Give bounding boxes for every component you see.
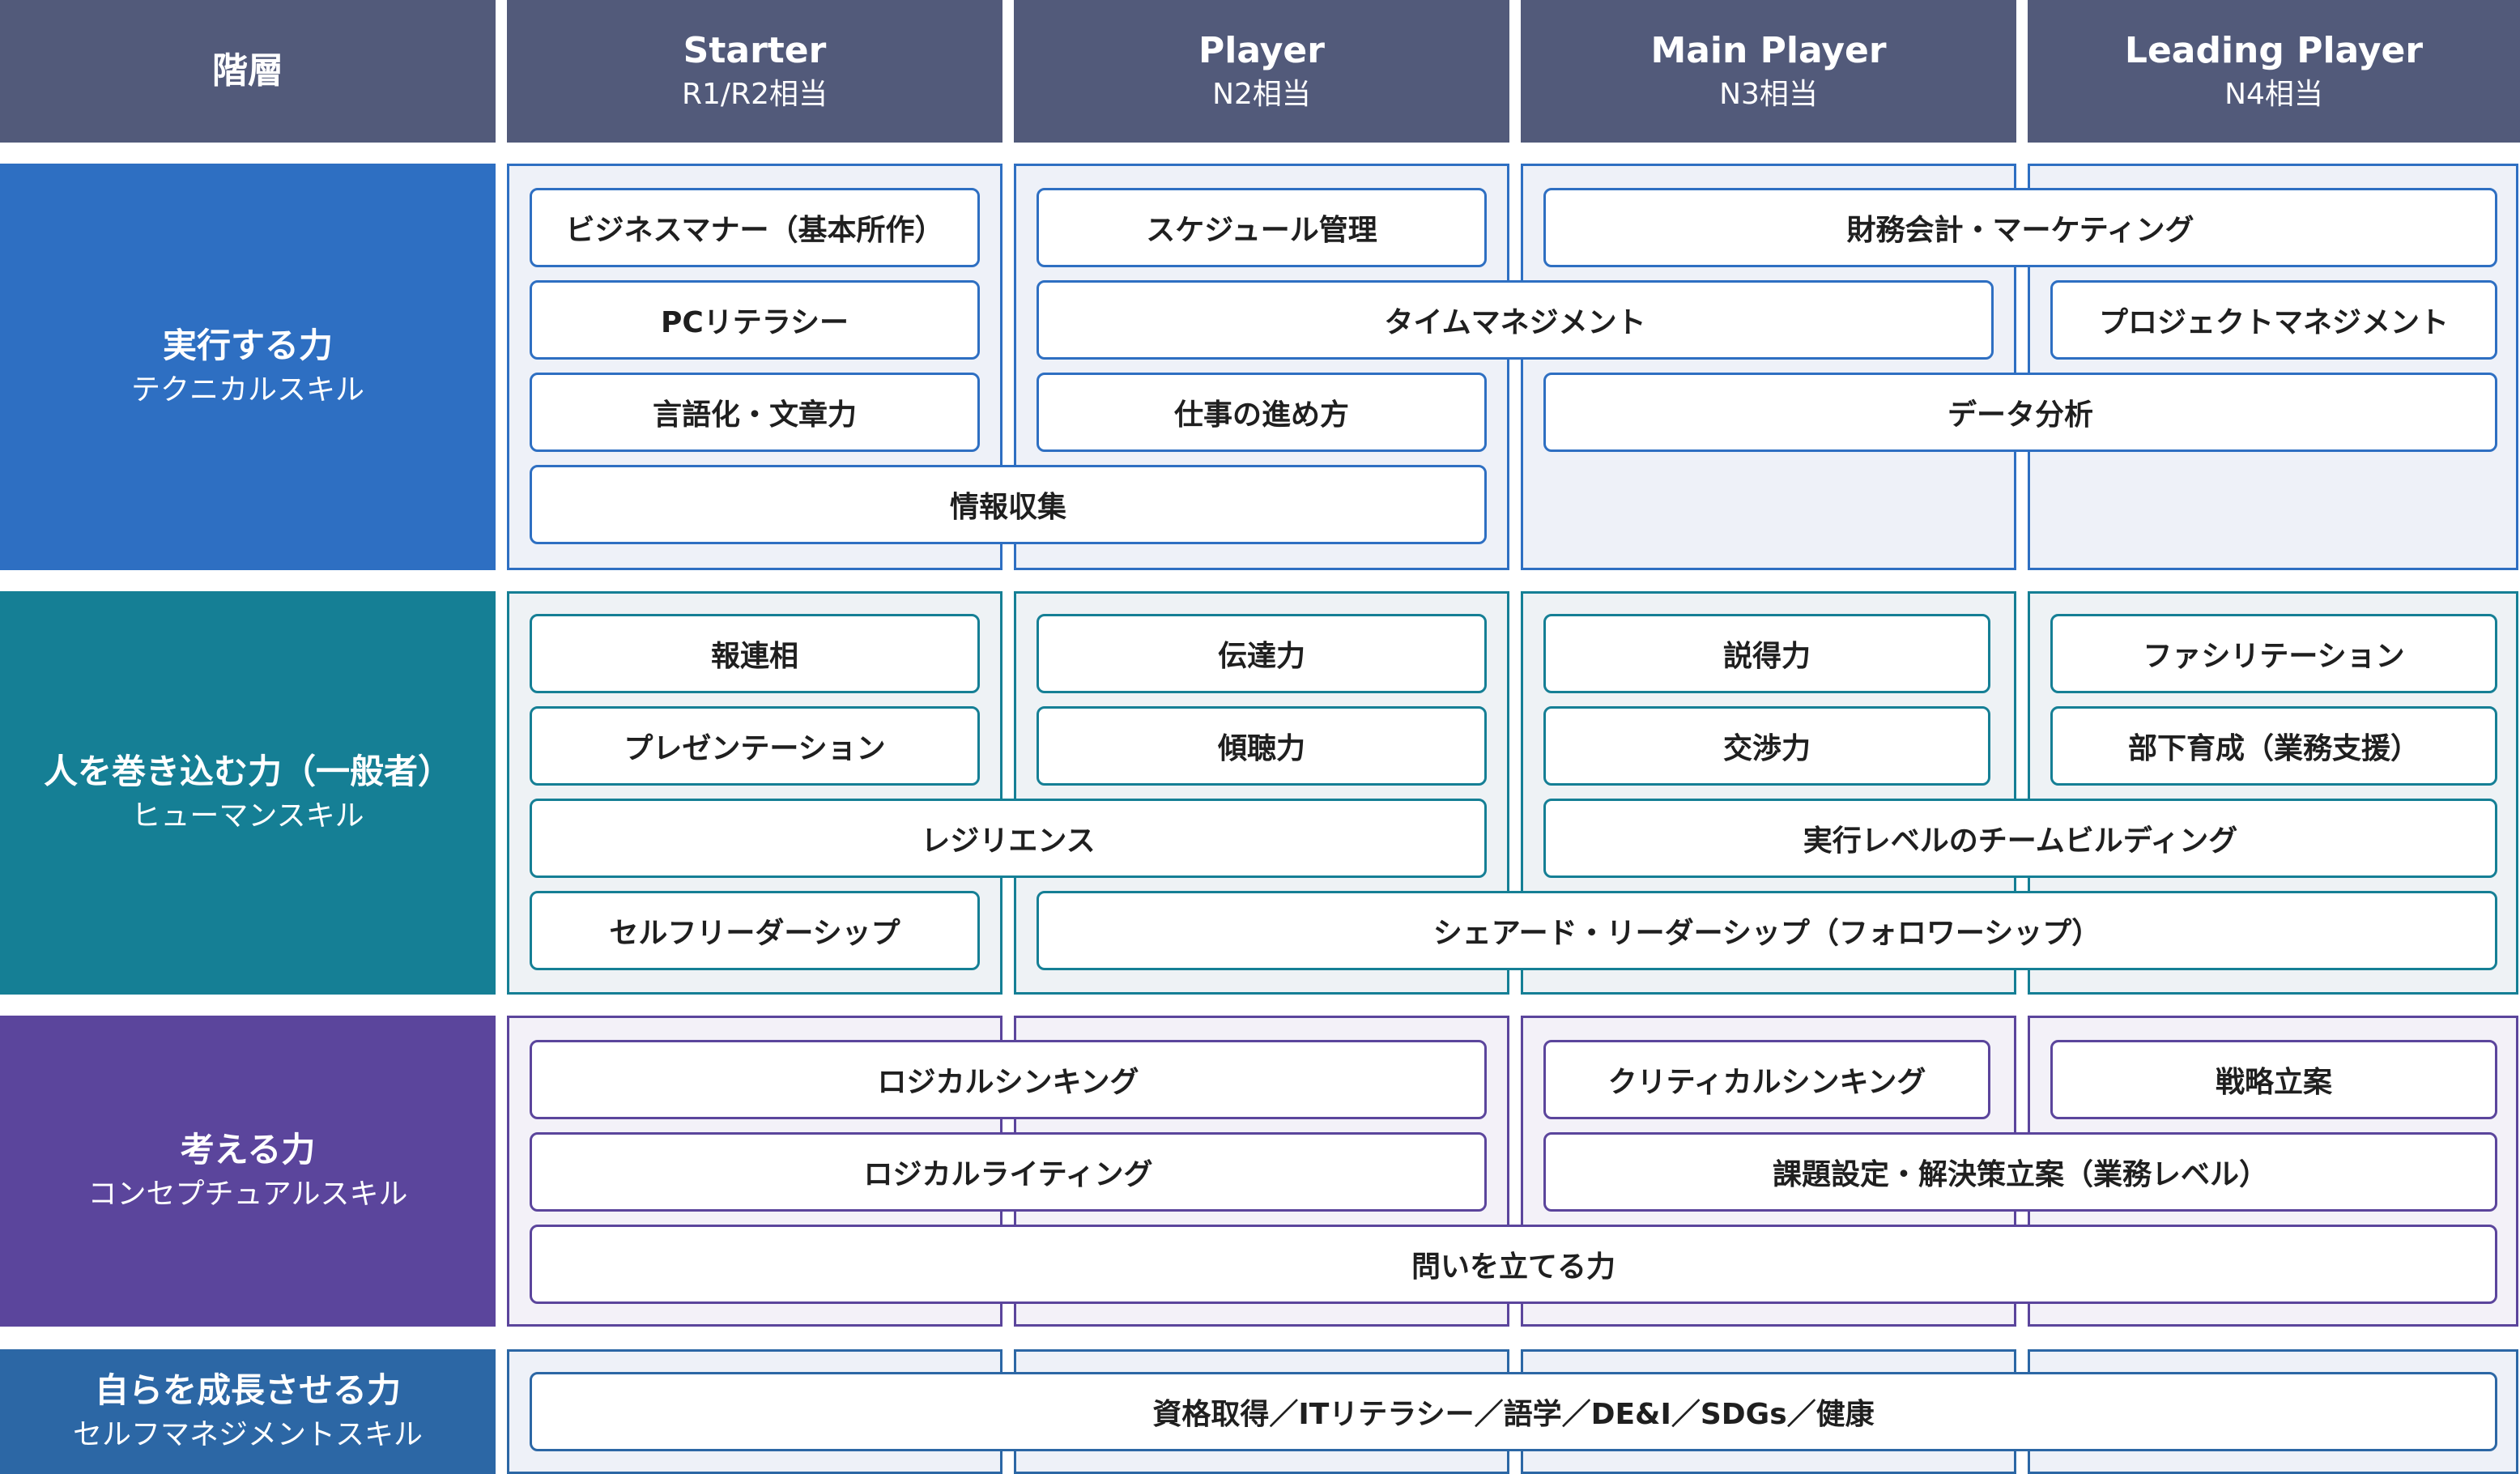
skill-chip: 資格取得／ITリテラシー／語学／DE&I／SDGs／健康 <box>530 1372 2497 1451</box>
skill-chip: シェアード・リーダーシップ（フォロワーシップ） <box>1037 891 2497 970</box>
skill-chip: クリティカルシンキング <box>1543 1040 1990 1119</box>
header-corner: 階層 <box>0 0 496 143</box>
skill-chip: ファシリテーション <box>2050 614 2497 693</box>
header-subtitle: N2相当 <box>1212 78 1311 111</box>
skill-chip: スケジュール管理 <box>1037 188 1487 267</box>
skill-chip: セルフリーダーシップ <box>530 891 980 970</box>
header-leading-player: Leading Player N4相当 <box>2028 0 2520 143</box>
skill-chip: 傾聴力 <box>1037 706 1487 786</box>
header-subtitle: N4相当 <box>2224 78 2323 111</box>
skill-chip: 部下育成（業務支援） <box>2050 706 2497 786</box>
skill-chip: 情報収集 <box>530 465 1487 544</box>
skill-chip: 説得力 <box>1543 614 1990 693</box>
header-starter: Starter R1/R2相当 <box>507 0 1002 143</box>
row-title: 実行する力 <box>162 326 333 365</box>
header-subtitle: R1/R2相当 <box>682 78 828 111</box>
header-title: Main Player <box>1650 30 1887 71</box>
skill-chip: 報連相 <box>530 614 980 693</box>
skill-chip: 戦略立案 <box>2050 1040 2497 1119</box>
row-subtitle: コンセプチュアルスキル <box>87 1178 408 1211</box>
row-label-conceptual: 考える力 コンセプチュアルスキル <box>0 1016 496 1327</box>
header-title: Starter <box>683 30 827 71</box>
skill-chip: 問いを立てる力 <box>530 1225 2497 1304</box>
row-title: 人を巻き込む力（一般者） <box>43 752 452 791</box>
skill-chip: ロジカルライティング <box>530 1132 1487 1212</box>
skill-chip: PCリテラシー <box>530 280 980 360</box>
header-player: Player N2相当 <box>1014 0 1509 143</box>
row-label-self-management: 自らを成長させる力 セルフマネジメントスキル <box>0 1349 496 1474</box>
skill-chip: 実行レベルのチームビルディング <box>1543 799 2497 878</box>
header-subtitle: N3相当 <box>1719 78 1818 111</box>
skill-chip: データ分析 <box>1543 373 2497 452</box>
row-title: 考える力 <box>180 1130 316 1169</box>
skill-chip: 財務会計・マーケティング <box>1543 188 2497 267</box>
header-title: Leading Player <box>2124 30 2424 71</box>
skill-chip: 課題設定・解決策立案（業務レベル） <box>1543 1132 2497 1212</box>
skill-chip: タイムマネジメント <box>1037 280 1994 360</box>
row-subtitle: ヒューマンスキル <box>131 799 364 833</box>
row-label-human: 人を巻き込む力（一般者） ヒューマンスキル <box>0 591 496 995</box>
header-title: Player <box>1198 30 1325 71</box>
skill-chip: プロジェクトマネジメント <box>2050 280 2497 360</box>
skill-chip: レジリエンス <box>530 799 1487 878</box>
header-corner-label: 階層 <box>212 50 283 92</box>
skill-chip: ビジネスマナー（基本所作） <box>530 188 980 267</box>
row-title: 自らを成長させる力 <box>94 1370 401 1410</box>
row-label-technical: 実行する力 テクニカルスキル <box>0 164 496 570</box>
skill-chip: 交渉力 <box>1543 706 1990 786</box>
row-subtitle: セルフマネジメントスキル <box>72 1418 423 1451</box>
skill-chip: ロジカルシンキング <box>530 1040 1487 1119</box>
skill-chip: 伝達力 <box>1037 614 1487 693</box>
skill-chip: 仕事の進め方 <box>1037 373 1487 452</box>
skill-chip: 言語化・文章力 <box>530 373 980 452</box>
header-main-player: Main Player N3相当 <box>1521 0 2016 143</box>
skill-chip: プレゼンテーション <box>530 706 980 786</box>
row-subtitle: テクニカルスキル <box>130 373 364 407</box>
